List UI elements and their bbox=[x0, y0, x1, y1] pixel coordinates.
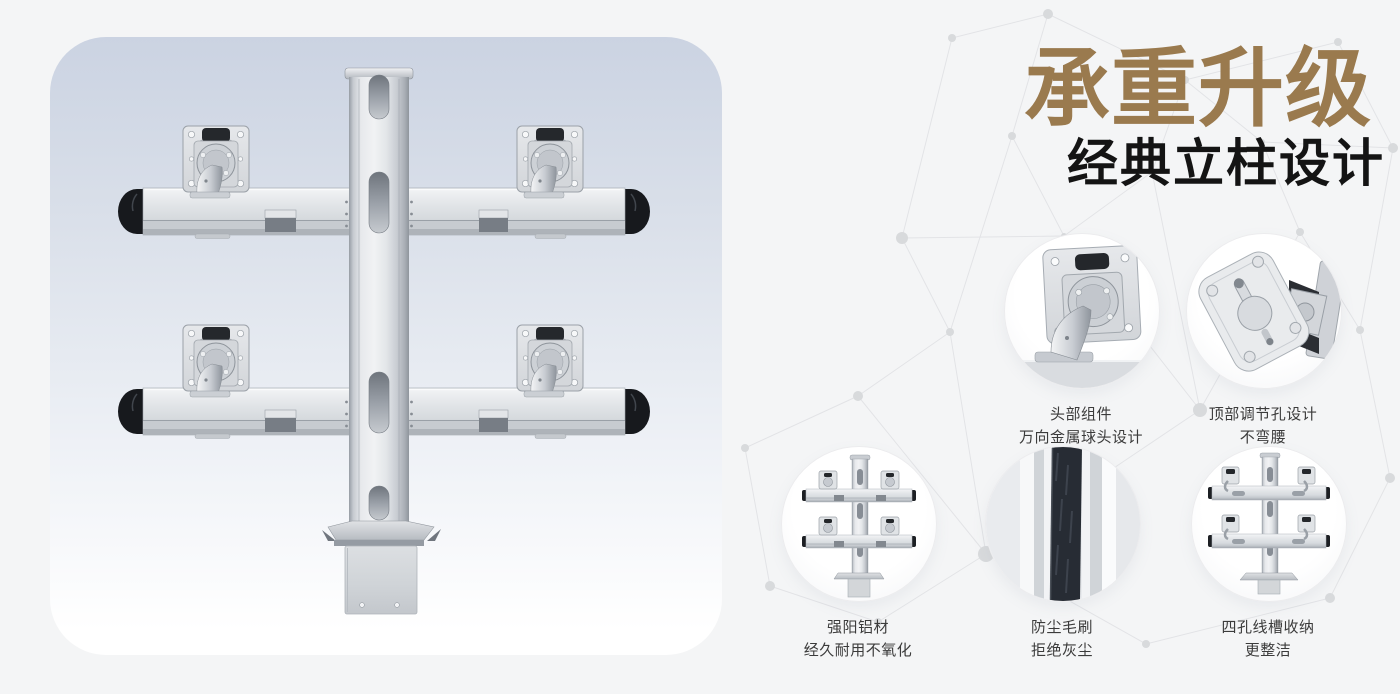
feature-caption-line2: 更整洁 bbox=[1244, 642, 1292, 659]
vesa-plate-bottom-right bbox=[516, 324, 584, 398]
feature-cable-slots: 四孔线槽收纳 更整洁 bbox=[1191, 446, 1347, 662]
aluminum-stand-front-icon bbox=[802, 454, 916, 598]
vesa-plate-top-right bbox=[516, 125, 584, 199]
page-subtitle: 经典立柱设计 bbox=[1066, 135, 1385, 192]
feature-circle bbox=[1191, 446, 1347, 602]
feature-caption-line1: 强阳铝材 bbox=[826, 619, 889, 636]
feature-aluminum: 强阳铝材 经久耐用不氧化 bbox=[781, 446, 937, 662]
product-image-card bbox=[50, 37, 722, 655]
monitor-mount-product-image bbox=[117, 67, 651, 615]
vesa-ball-head-icon bbox=[1011, 245, 1153, 388]
base-clamp bbox=[322, 520, 441, 615]
feature-caption-line2: 不弯腰 bbox=[1239, 429, 1287, 446]
feature-caption-line1: 防尘毛刷 bbox=[1030, 619, 1093, 636]
feature-caption-line1: 四孔线槽收纳 bbox=[1221, 619, 1315, 636]
feature-caption-line2: 万向金属球头设计 bbox=[1018, 429, 1143, 446]
bar-screws bbox=[345, 200, 413, 428]
vesa-plate-top-left bbox=[182, 125, 250, 199]
center-column bbox=[344, 67, 414, 545]
feature-circle bbox=[1004, 233, 1160, 389]
feature-caption-line1: 头部组件 bbox=[1049, 406, 1112, 423]
feature-circle bbox=[781, 446, 937, 602]
cable-slot-rear-icon bbox=[1208, 452, 1330, 595]
page-title: 承重升级 bbox=[1024, 41, 1372, 137]
vesa-plate-bottom-left bbox=[182, 324, 250, 398]
feature-circle bbox=[985, 446, 1141, 602]
feature-dust-brush: 防尘毛刷 拒绝灰尘 bbox=[985, 446, 1141, 662]
feature-top-adjustment: 顶部调节孔设计 不弯腰 bbox=[1186, 233, 1342, 449]
feature-caption-line2: 经久耐用不氧化 bbox=[803, 642, 913, 659]
top-adjustment-hole-icon bbox=[1198, 251, 1341, 372]
feature-caption-line1: 顶部调节孔设计 bbox=[1208, 406, 1318, 423]
feature-ball-head: 头部组件 万向金属球头设计 bbox=[1004, 233, 1160, 449]
dust-brush-closeup-icon bbox=[986, 447, 1140, 601]
feature-circle bbox=[1186, 233, 1342, 389]
feature-caption-line2: 拒绝灰尘 bbox=[1030, 642, 1093, 659]
